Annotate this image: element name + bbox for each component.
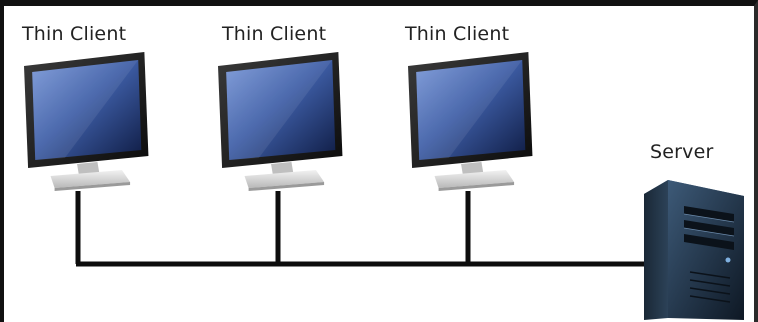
server-label: Server [650,141,714,163]
thin-client-3-label: Thin Client [405,23,509,45]
thin-client-3-monitor-icon [408,52,532,191]
thin-client-2-label: Thin Client [222,23,326,45]
thin-client-1-label: Thin Client [22,23,126,45]
thin-client-1-monitor-icon [24,52,148,191]
server-tower-icon [644,180,744,320]
network-cable [76,191,648,264]
thin-client-2-monitor-icon [218,52,342,191]
